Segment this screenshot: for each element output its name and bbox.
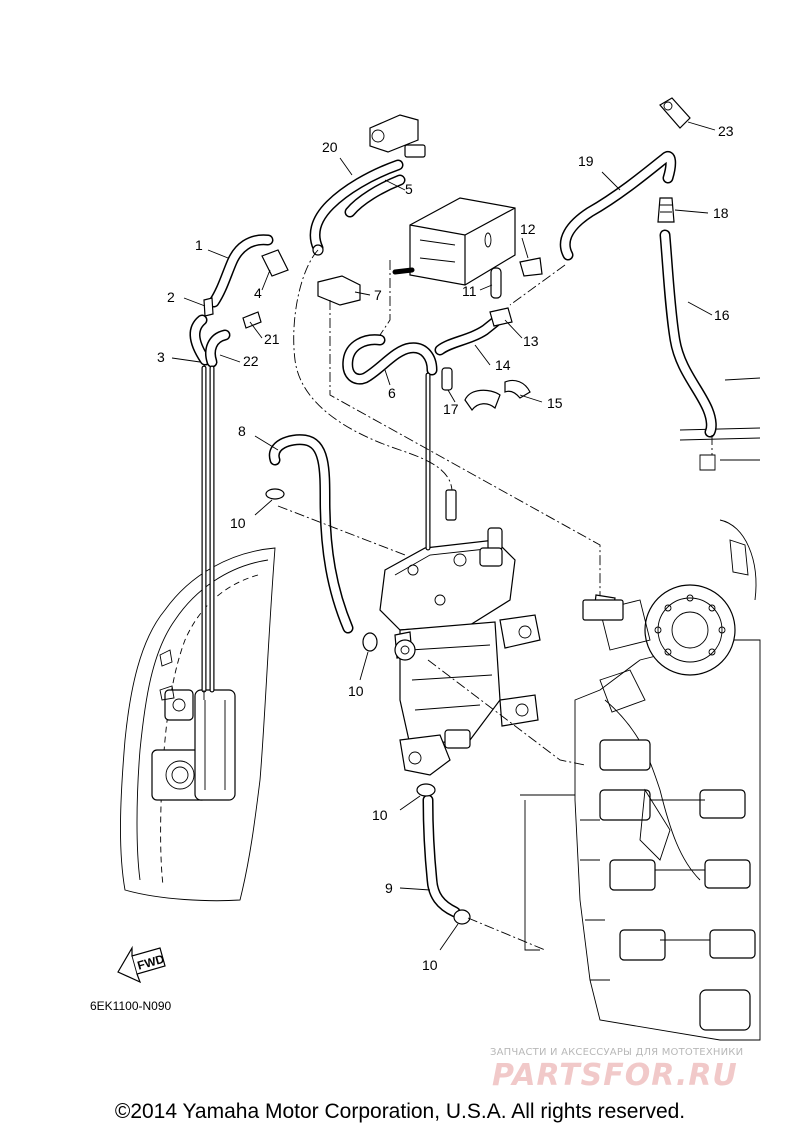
fwd-arrow: FWD bbox=[117, 945, 166, 984]
callout-9: 9 bbox=[385, 880, 393, 896]
callout-11: 11 bbox=[462, 283, 477, 299]
callout-18: 18 bbox=[713, 205, 729, 221]
assembly-lines bbox=[203, 249, 713, 951]
watermark-tagline: ЗАПЧАСТИ И АКСЕССУАРЫ ДЛЯ МОТОТЕХНИКИ bbox=[490, 1047, 743, 1058]
callout-16: 16 bbox=[714, 307, 730, 323]
callout-1: 1 bbox=[195, 237, 203, 253]
callout-4: 4 bbox=[254, 285, 262, 301]
callout-20: 20 bbox=[322, 139, 338, 155]
leader-lines bbox=[171, 121, 716, 951]
callout-2: 2 bbox=[167, 289, 175, 305]
callout-6: 6 bbox=[388, 385, 396, 401]
hoses bbox=[189, 151, 717, 918]
callout-10c: 10 bbox=[372, 807, 388, 823]
callout-10a: 10 bbox=[230, 515, 246, 531]
watermark: ЗАПЧАСТИ И АКСЕССУАРЫ ДЛЯ МОТОТЕХНИКИ PA… bbox=[490, 1047, 743, 1093]
canister bbox=[392, 197, 516, 286]
engine-left-outline bbox=[120, 547, 276, 902]
engine-right-block bbox=[520, 377, 761, 1041]
callout-22: 22 bbox=[243, 353, 259, 369]
callout-5: 5 bbox=[405, 181, 413, 197]
vapor-separator-assembly bbox=[379, 527, 624, 776]
callout-21: 21 bbox=[264, 331, 280, 347]
callout-10d: 10 bbox=[422, 957, 438, 973]
copyright-notice: ©2014 Yamaha Motor Corporation, U.S.A. A… bbox=[114, 1100, 686, 1123]
callout-12: 12 bbox=[520, 221, 536, 237]
fittings bbox=[203, 97, 691, 925]
solenoid-valve bbox=[369, 114, 426, 158]
callout-13: 13 bbox=[523, 333, 539, 349]
callout-17: 17 bbox=[443, 401, 459, 417]
callout-23: 23 bbox=[718, 123, 734, 139]
callout-7: 7 bbox=[374, 287, 382, 303]
callout-15: 15 bbox=[547, 395, 563, 411]
callout-8: 8 bbox=[238, 423, 246, 439]
callout-3: 3 bbox=[157, 349, 165, 365]
callout-10b: 10 bbox=[348, 683, 364, 699]
callout-labels: 1 2 3 4 5 6 7 8 9 10 10 10 10 11 12 13 1… bbox=[157, 123, 734, 973]
callout-14: 14 bbox=[495, 357, 511, 373]
watermark-brand: PARTSFOR.RU bbox=[492, 1058, 738, 1093]
callout-19: 19 bbox=[578, 153, 594, 169]
diagram-ref-code: 6EK1100-N090 bbox=[90, 999, 171, 1013]
